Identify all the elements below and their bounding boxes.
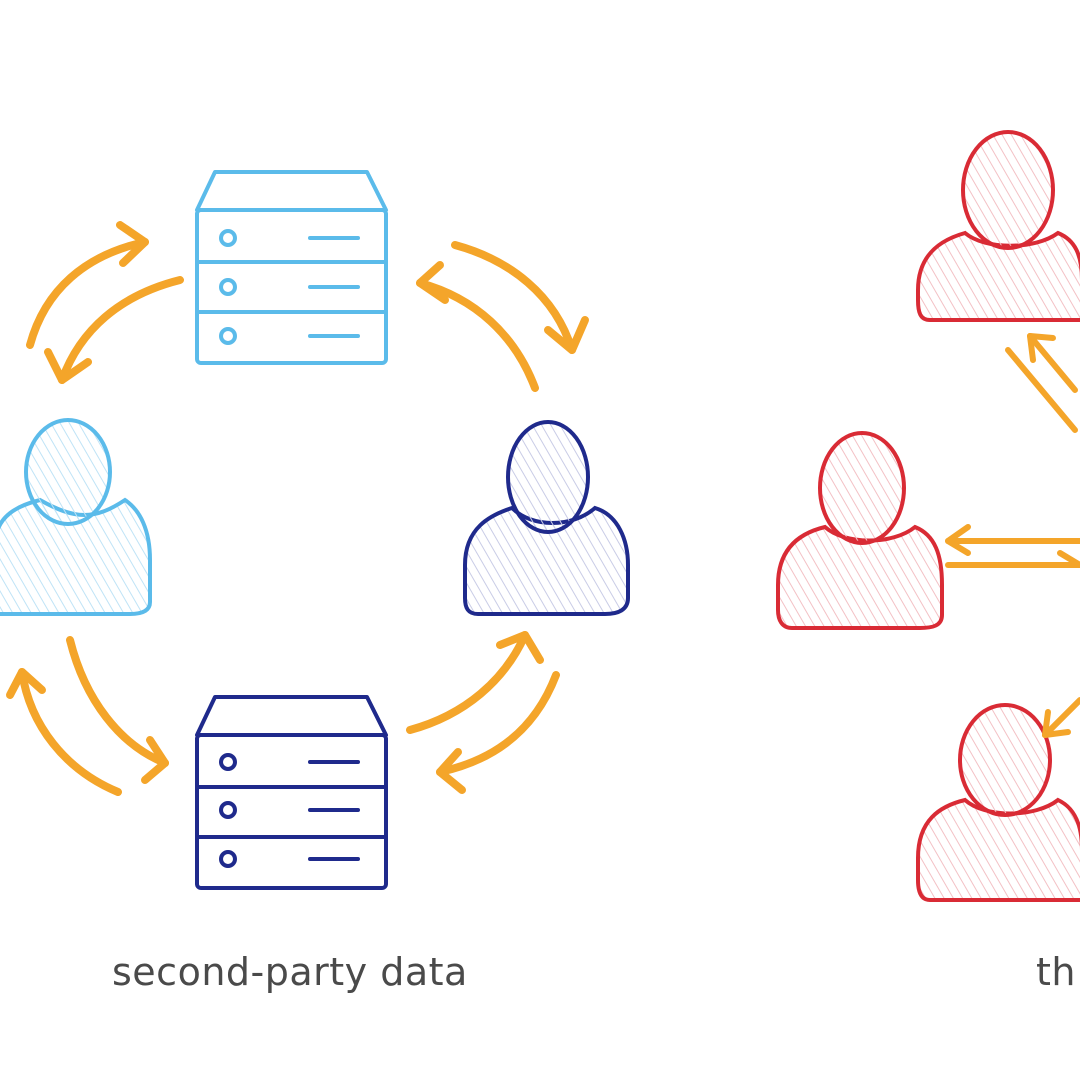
user-icon xyxy=(463,420,630,616)
server-icon xyxy=(195,170,388,365)
curved-arrow-icon xyxy=(945,333,1080,738)
server-icon xyxy=(195,695,388,890)
user-icon xyxy=(0,418,152,616)
user-icon xyxy=(776,431,944,630)
user-icon xyxy=(916,703,1080,902)
curved-arrow-icon xyxy=(6,221,589,796)
user-icon xyxy=(916,130,1080,322)
caption-second-party: second-party data xyxy=(112,950,468,994)
caption-third-party: th xyxy=(1036,950,1076,994)
